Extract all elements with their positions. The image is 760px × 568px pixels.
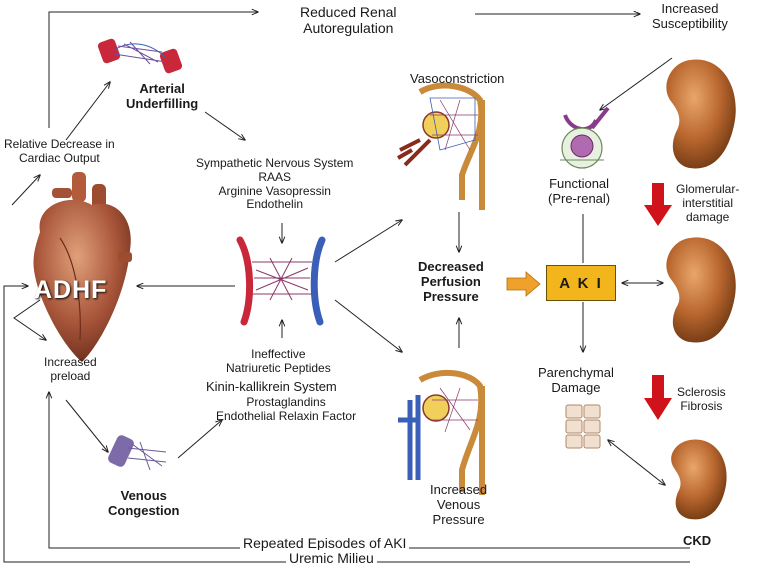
label-parenchymal-damage: Parenchymal Damage (538, 365, 614, 395)
label-uremic-milieu: Uremic Milieu (286, 550, 377, 567)
arrow-top-left (48, 12, 258, 128)
capillary-bed-illustration (236, 236, 326, 326)
artery-illustration (97, 38, 183, 74)
label-decreased-perfusion: Decreased Perfusion Pressure (418, 259, 484, 304)
arrow-arterial-to-neuro (204, 111, 245, 140)
arrow-to-arterial-underfilling (65, 82, 110, 141)
label-increased-susceptibility: Increased Susceptibility (652, 1, 728, 31)
arrow-preload-to-venous (65, 399, 108, 452)
label-functional: Functional (Pre-renal) (548, 176, 611, 206)
feedback-line-repeated (49, 392, 690, 549)
red-arrow-lower (644, 375, 672, 420)
label-kinin-kallikrein: Kinin-kallikrein System (206, 379, 337, 394)
label-prostaglandins: Prostaglandins Endothelial Relaxin Facto… (216, 395, 357, 423)
label-neurohormones: Sympathetic Nervous System RAAS Arginine… (196, 156, 354, 212)
kidney-illustration-bottom (671, 439, 727, 520)
nephron-illustration-upper (397, 82, 485, 210)
label-repeated-episodes: Repeated Episodes of AKI (240, 535, 410, 552)
label-reduced-renal: Reduced Renal Autoregulation (300, 4, 397, 37)
arrow-venous-to-ineffective (177, 420, 222, 459)
red-arrow-upper (644, 183, 672, 226)
red-arrows (644, 183, 672, 420)
label-venous-congestion: Venous Congestion (108, 488, 180, 518)
arrow-vessel-to-lower-nephron (334, 299, 402, 352)
vein-illustration (108, 435, 167, 471)
arrow-adhf-to-preload (13, 299, 46, 340)
label-increased-preload: Increased preload (44, 355, 97, 383)
heart-illustration (33, 172, 132, 362)
label-relative-decrease: Relative Decrease in Cardiac Output (4, 137, 115, 165)
label-ineffective-natriuretic: Ineffective Natriuretic Peptides (226, 347, 331, 375)
arrow-susceptibility-to-glomerulus (600, 57, 673, 110)
label-glomerular-damage: Glomerular- interstitial damage (676, 182, 740, 224)
aki-box: A K I (546, 265, 616, 301)
label-ckd: CKD (683, 533, 712, 548)
arrow-parenchymal-ckd-bidir (608, 440, 665, 485)
kidney-illustration-middle (666, 237, 736, 343)
arrow-heart-to-relative (11, 175, 40, 206)
glomerulus-illustration (560, 106, 610, 169)
arrow-vessel-to-upper-nephron (334, 220, 402, 263)
label-arterial-underfilling: Arterial Underfilling (126, 81, 199, 111)
tubule-cells-illustration (565, 404, 601, 449)
kidney-illustration-top (666, 59, 736, 169)
orange-arrow-to-aki (506, 271, 541, 297)
label-increased-venous: Increased Venous Pressure (430, 482, 488, 527)
label-vasoconstriction: Vasoconstriction (410, 71, 505, 86)
nephron-illustration-lower (398, 369, 485, 495)
label-sclerosis-fibrosis: Sclerosis Fibrosis (677, 385, 726, 413)
label-adhf: ADHF (34, 276, 108, 304)
